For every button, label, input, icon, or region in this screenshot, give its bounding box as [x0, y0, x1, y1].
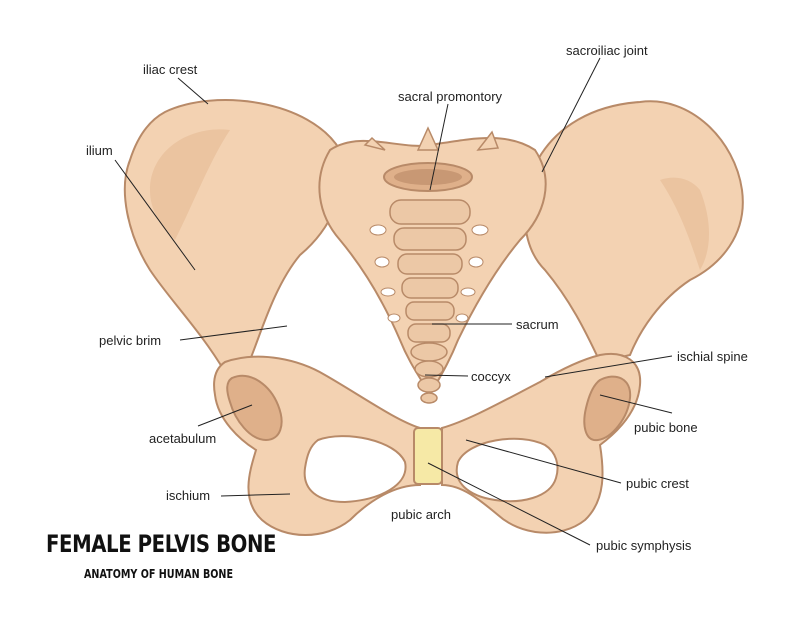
leader-iliac-crest: [177, 77, 209, 105]
left-ilium-shape: [123, 99, 344, 374]
sacral-ala-right: [476, 130, 500, 151]
label-ilium: ilium: [86, 143, 113, 158]
left-acetabulum-shape: [226, 374, 283, 442]
label-pelvic-brim: pelvic brim: [99, 333, 162, 348]
leader-ischium: [220, 493, 291, 497]
leader-pubic-crest: [465, 439, 622, 484]
pubic-symphysis-cartilage: [413, 427, 443, 485]
right-ilium-inner-shade: [660, 177, 709, 270]
leader-lines: [114, 57, 673, 546]
right-acetabulum-shape: [583, 375, 632, 442]
right-obturator-foramen: [455, 437, 559, 503]
label-ischium: ischium: [166, 488, 211, 503]
left-obturator-foramen: [303, 435, 407, 504]
label-iliac-crest: iliac crest: [143, 62, 198, 77]
label-acetabulum: acetabulum: [149, 431, 217, 446]
sacral-foramina: [369, 224, 489, 323]
leader-coccyx: [424, 374, 469, 377]
label-ischial-spine: ischial spine: [677, 349, 748, 364]
leader-sacral-promontory: [429, 103, 449, 191]
coccyx-shape: [410, 342, 448, 404]
left-ilium-inner-shade: [150, 129, 230, 240]
diagram-subtitle: ANATOMY OF HUMAN BONE: [84, 567, 234, 581]
leader-sacroiliac-joint: [541, 57, 601, 173]
label-pubic-arch: pubic arch: [391, 507, 451, 522]
label-coccyx: coccyx: [471, 369, 511, 384]
diagram-title: FEMALE PELVIS BONE: [46, 530, 277, 558]
leader-ischial-spine: [544, 355, 673, 378]
label-pubic-bone: pubic bone: [634, 420, 698, 435]
sacral-spinous-process: [416, 126, 440, 151]
leader-ilium: [114, 159, 196, 271]
leader-acetabulum: [197, 404, 253, 427]
label-pubic-symphysis: pubic symphysis: [596, 538, 692, 553]
label-pubic-crest: pubic crest: [626, 476, 689, 491]
sacral-ala-left: [363, 136, 386, 151]
label-sacroiliac-joint: sacroiliac joint: [566, 43, 648, 58]
sacral-canal-shape: [394, 169, 462, 185]
label-sacrum: sacrum: [516, 317, 559, 332]
leader-pubic-bone: [599, 394, 673, 414]
sacral-segments: [389, 199, 471, 343]
leader-pubic-symphysis: [427, 462, 591, 546]
leader-pelvic-brim: [179, 325, 288, 341]
label-sacral-promontory: sacral promontory: [398, 89, 503, 104]
